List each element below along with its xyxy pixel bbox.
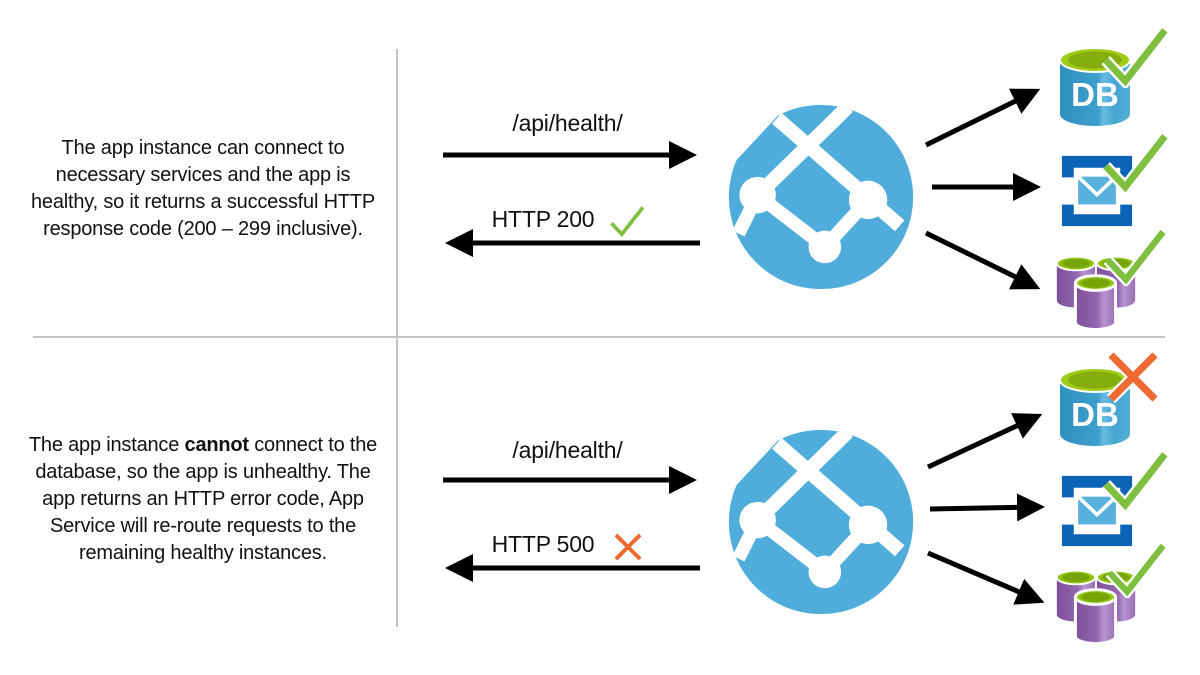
check-icon bbox=[1100, 448, 1170, 512]
arrow-to-queue-unhealthy bbox=[929, 493, 1045, 522]
arrow-to-database-unhealthy bbox=[926, 413, 1043, 470]
response-label-unhealthy: HTTP 500 bbox=[491, 531, 595, 557]
description-text: connect to the database, so the app is u… bbox=[35, 434, 378, 564]
request-label-healthy: /api/health/ bbox=[512, 110, 623, 136]
description-text: The app instance can connect to necessar… bbox=[31, 137, 375, 240]
horizontal-divider bbox=[33, 336, 1165, 338]
check-icon bbox=[1100, 130, 1170, 194]
arrow-to-storage-healthy bbox=[924, 230, 1041, 290]
description-unhealthy: The app instance cannot connect to the d… bbox=[25, 432, 381, 567]
arrow-to-storage-unhealthy bbox=[927, 550, 1045, 605]
check-icon bbox=[1100, 24, 1170, 88]
description-bold-text: cannot bbox=[184, 434, 250, 456]
check-icon bbox=[1104, 540, 1168, 598]
check-icon bbox=[608, 204, 646, 238]
app-service-globe-icon bbox=[725, 426, 917, 618]
arrow-to-database-healthy bbox=[924, 88, 1041, 148]
description-healthy: The app instance can connect to necessar… bbox=[25, 135, 381, 243]
app-service-globe-icon bbox=[725, 101, 917, 293]
request-label-unhealthy: /api/health/ bbox=[512, 437, 623, 463]
cross-icon bbox=[1102, 346, 1164, 408]
response-label-healthy: HTTP 200 bbox=[491, 206, 595, 232]
check-icon bbox=[1102, 226, 1168, 286]
description-text: The app instance bbox=[28, 434, 185, 456]
vertical-divider bbox=[396, 49, 398, 627]
cross-icon bbox=[610, 530, 646, 564]
